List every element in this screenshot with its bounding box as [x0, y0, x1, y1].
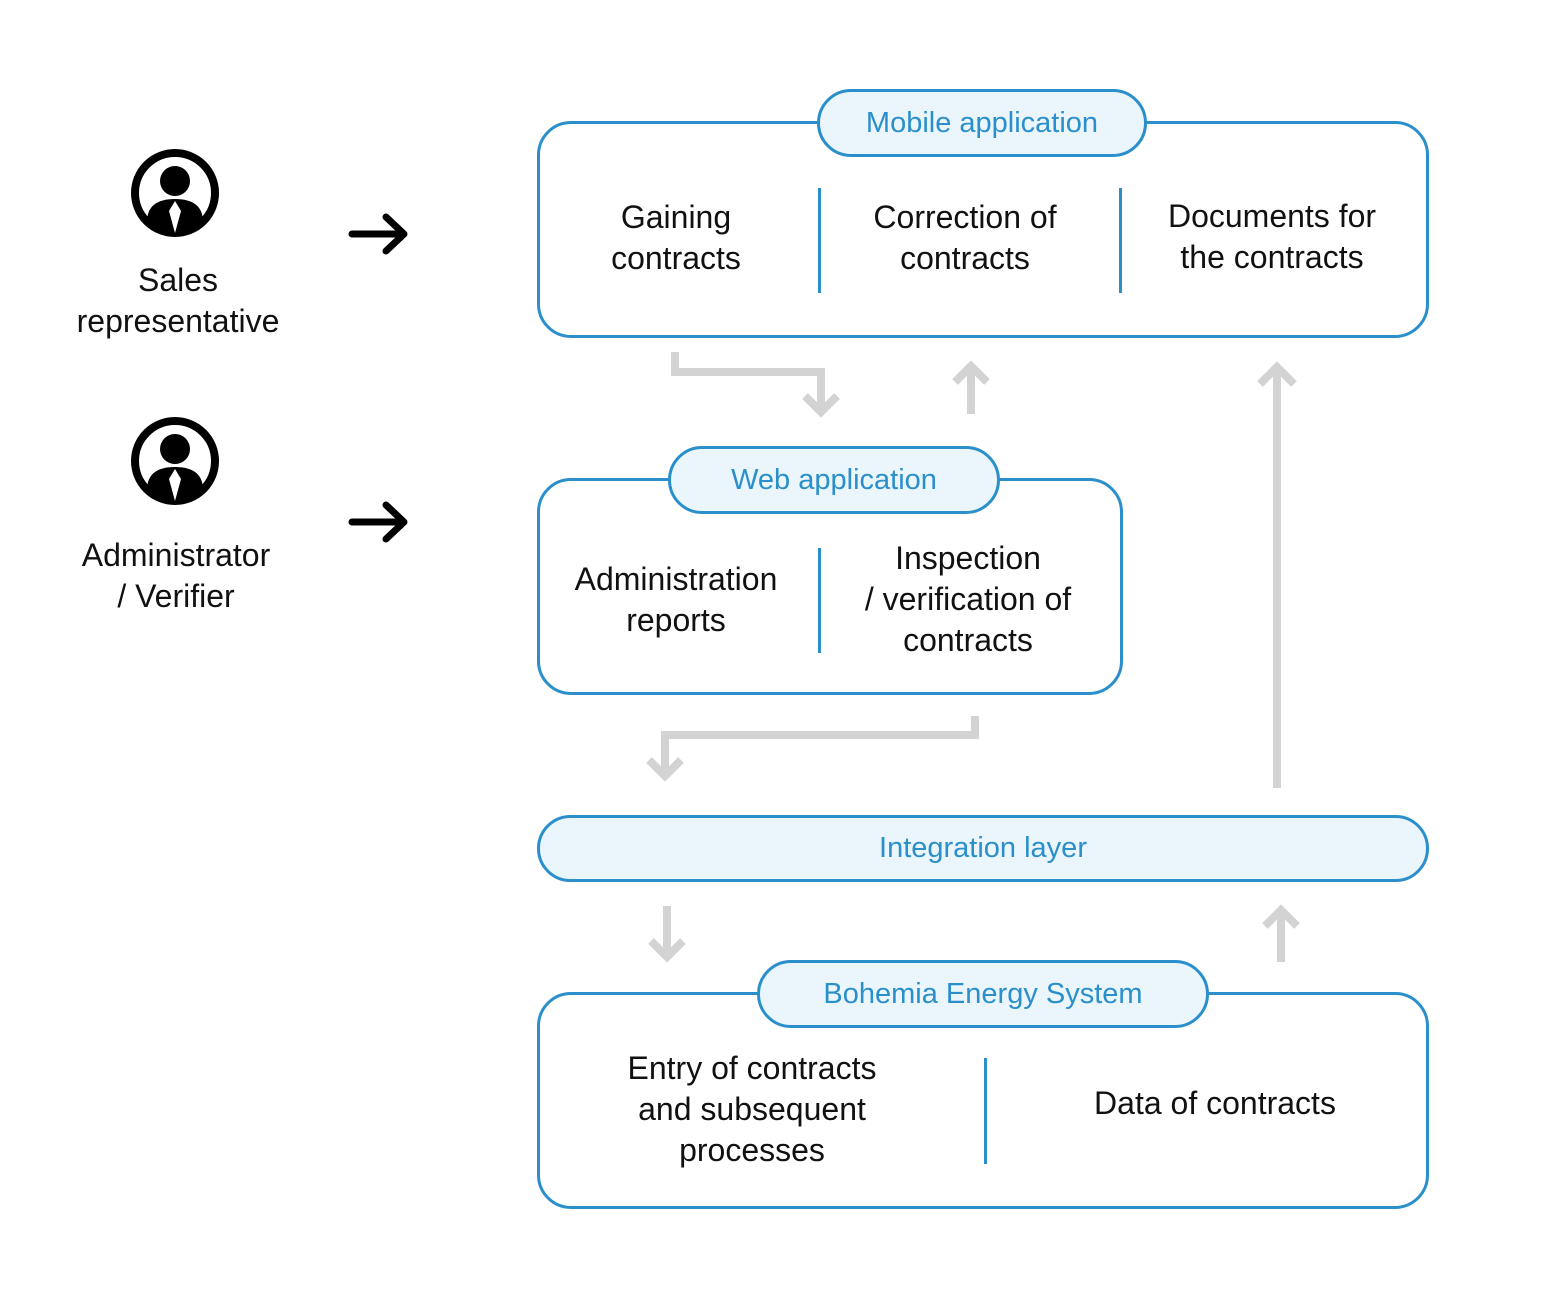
connector-web-to-mobile-head: [952, 360, 990, 385]
item-text-line: Correction of: [873, 199, 1057, 235]
item-text-line: Gaining: [620, 199, 732, 235]
actor-label-line: / Verifier: [117, 578, 235, 614]
actor-arrow-sales: [348, 213, 408, 255]
mobile-item-documents-for-contracts: Documents for the contracts: [1132, 187, 1412, 287]
web-item-inspection-verification: Inspection / verification of contracts: [838, 538, 1098, 661]
item-text-line: Administration: [574, 561, 778, 597]
mobile-item-correction-of-contracts: Correction of contracts: [835, 188, 1095, 288]
actor-administrator-verifier: Administrator / Verifier: [50, 535, 302, 617]
connector-mobile-to-web-head: [802, 393, 840, 418]
integration-layer-bar: Integration layer: [537, 815, 1429, 882]
connector-mobile-to-web: [671, 352, 825, 410]
item-text-line: Entry of contracts: [627, 1050, 877, 1086]
item-text-line: the contracts: [1180, 239, 1364, 275]
connector-integration-to-mobile-head: [1257, 361, 1297, 387]
web-item-administration-reports: Administration reports: [556, 550, 796, 650]
connector-bohemia-to-integration-head: [1262, 904, 1300, 929]
connector-web-to-integration-head: [646, 757, 684, 782]
actor-arrow-admin: [348, 501, 408, 543]
actor-sales-representative: Sales representative: [50, 260, 306, 342]
mobile-item-gaining-contracts: Gaining contracts: [556, 188, 796, 288]
item-text-line: Inspection: [895, 540, 1041, 576]
item-text-line: contracts: [900, 240, 1030, 276]
web-application-title: Web application: [668, 446, 1000, 514]
web-separator: [818, 548, 821, 653]
person-icon: [131, 417, 219, 505]
mobile-application-title: Mobile application: [817, 89, 1147, 157]
connector-integration-to-bohemia-head: [648, 938, 686, 963]
item-text-line: contracts: [611, 240, 741, 276]
item-text-line: Data of contracts: [1094, 1084, 1336, 1121]
bohemia-energy-system-panel: [537, 992, 1429, 1209]
item-text-line: / verification of: [864, 581, 1072, 617]
bohemia-energy-system-title: Bohemia Energy System: [757, 960, 1209, 1028]
person-icon: [131, 149, 219, 237]
bohemia-item-entry-of-contracts: Entry of contracts and subsequent proces…: [582, 1048, 922, 1171]
item-text-line: reports: [626, 602, 726, 638]
item-text-line: contracts: [903, 622, 1033, 658]
bohemia-separator: [984, 1058, 987, 1164]
mobile-separator: [818, 188, 821, 293]
mobile-separator: [1119, 188, 1122, 293]
actor-label-line: representative: [76, 303, 280, 339]
connector-web-to-integration: [661, 716, 979, 775]
item-text-line: processes: [679, 1132, 825, 1168]
item-text-line: Documents for: [1167, 198, 1377, 234]
item-text-line: and subsequent: [638, 1091, 866, 1127]
bohemia-item-data-of-contracts: Data of contracts: [1050, 1080, 1380, 1126]
actor-label-line: Sales: [137, 262, 219, 298]
actor-label-line: Administrator: [81, 537, 271, 573]
